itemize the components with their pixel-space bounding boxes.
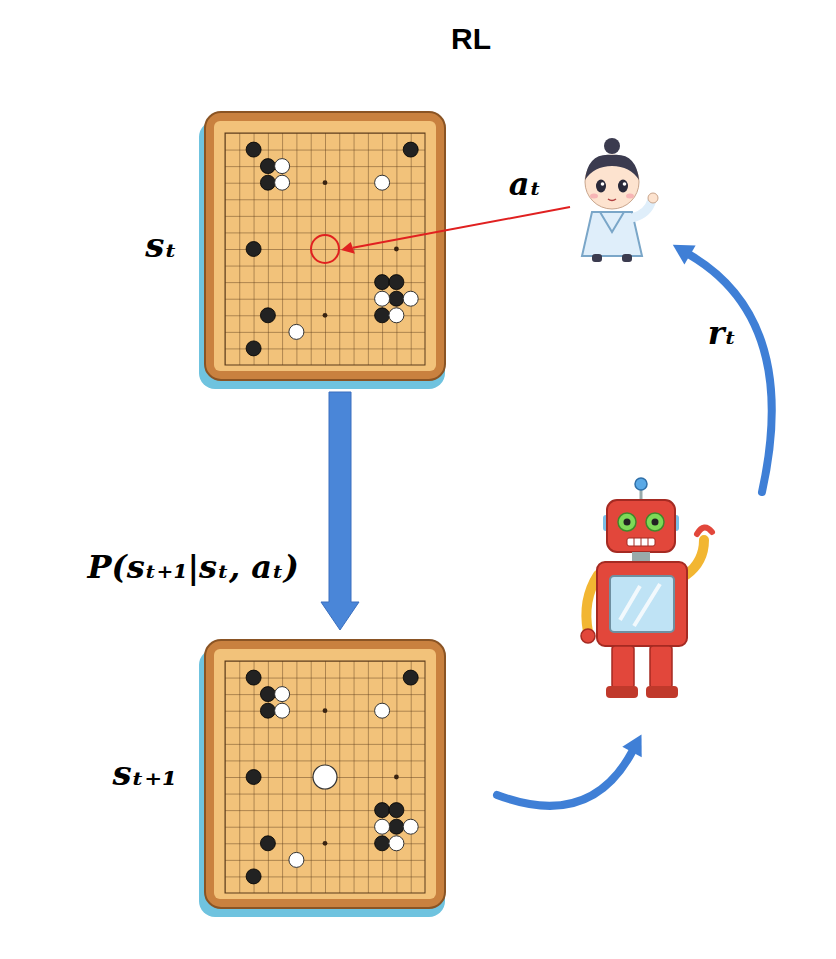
diagram-title: RL: [451, 22, 491, 55]
state-label: sₜ₊₁: [112, 754, 177, 793]
reward-arrow: [673, 245, 772, 492]
action-arrow: [341, 207, 570, 254]
state-label: sₜ: [145, 226, 177, 265]
state-board: sₜ₊₁: [205, 640, 445, 908]
signal-label: aₜ: [509, 166, 542, 203]
agent-figure: [582, 138, 658, 262]
signal-label: rₜ: [708, 315, 737, 352]
board-before: [199, 112, 445, 389]
robot-figure: [581, 478, 712, 698]
state-board: sₜ: [205, 112, 445, 380]
transition-arrow: [321, 392, 359, 630]
move-highlight: [311, 235, 339, 263]
new-white-stone: [313, 765, 337, 789]
board-after: [199, 640, 445, 917]
observe-arrow: [497, 734, 642, 805]
transition-label: P(sₜ₊₁|sₜ, aₜ): [87, 549, 299, 586]
